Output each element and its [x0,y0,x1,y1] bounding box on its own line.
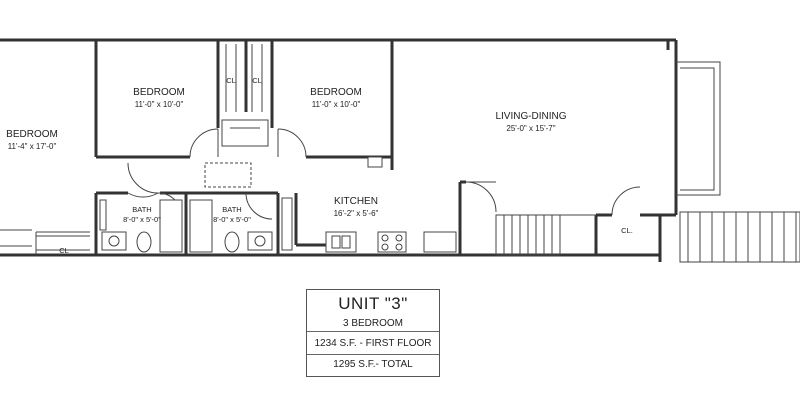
kitchen-name: KITCHEN [334,196,378,207]
interior-walls [94,40,660,255]
living-dining-name: LIVING-DINING [495,111,566,122]
interior-stairs [495,214,596,256]
center-closets [225,44,263,112]
bedroom-center-right-name: BEDROOM [310,87,362,98]
door-swings [127,128,641,220]
left-bedroom-closet [0,229,90,255]
kitchen-fixtures [281,156,457,253]
closet-label-b: CL [252,76,262,85]
dining-table-outline [204,162,252,188]
living-dining-dims: 25'-0" x 15'-7" [506,124,555,133]
unit-info-box: UNIT "3" 3 BEDROOM 1234 S.F. - FIRST FLO… [306,289,440,377]
balcony-outline [676,61,721,196]
bath-left-name: BATH [132,205,151,214]
closet-label-a: CL [226,76,236,85]
unit-total-area: 1295 S.F.- TOTAL [333,359,413,370]
bath-left-dims: 8'-0" x 5'-0" [123,215,161,224]
bedroom-center-left-name: BEDROOM [133,87,185,98]
unit-first-floor-area: 1234 S.F. - FIRST FLOOR [307,332,439,355]
kitchen-dims: 16'-2" x 5'-6" [334,209,379,218]
bath-right-dims: 8'-0" x 5'-0" [213,215,251,224]
unit-bedroom-count: 3 BEDROOM [307,317,439,332]
bath-fixtures [99,199,273,253]
bedroom-left-name: BEDROOM [6,129,58,140]
closet-label-c: CL. [621,226,633,235]
exterior-stairs [679,211,800,263]
bedroom-center-right-dims: 11'-0" x 10'-0" [312,100,361,109]
unit-title: UNIT "3" [338,294,408,313]
bath-right-name: BATH [222,205,241,214]
bedroom-left-dims: 11'-4" x 17'-0" [8,142,57,151]
closet-label-d: CL [59,246,69,255]
bedroom-center-left-dims: 11'-0" x 10'-0" [135,100,184,109]
